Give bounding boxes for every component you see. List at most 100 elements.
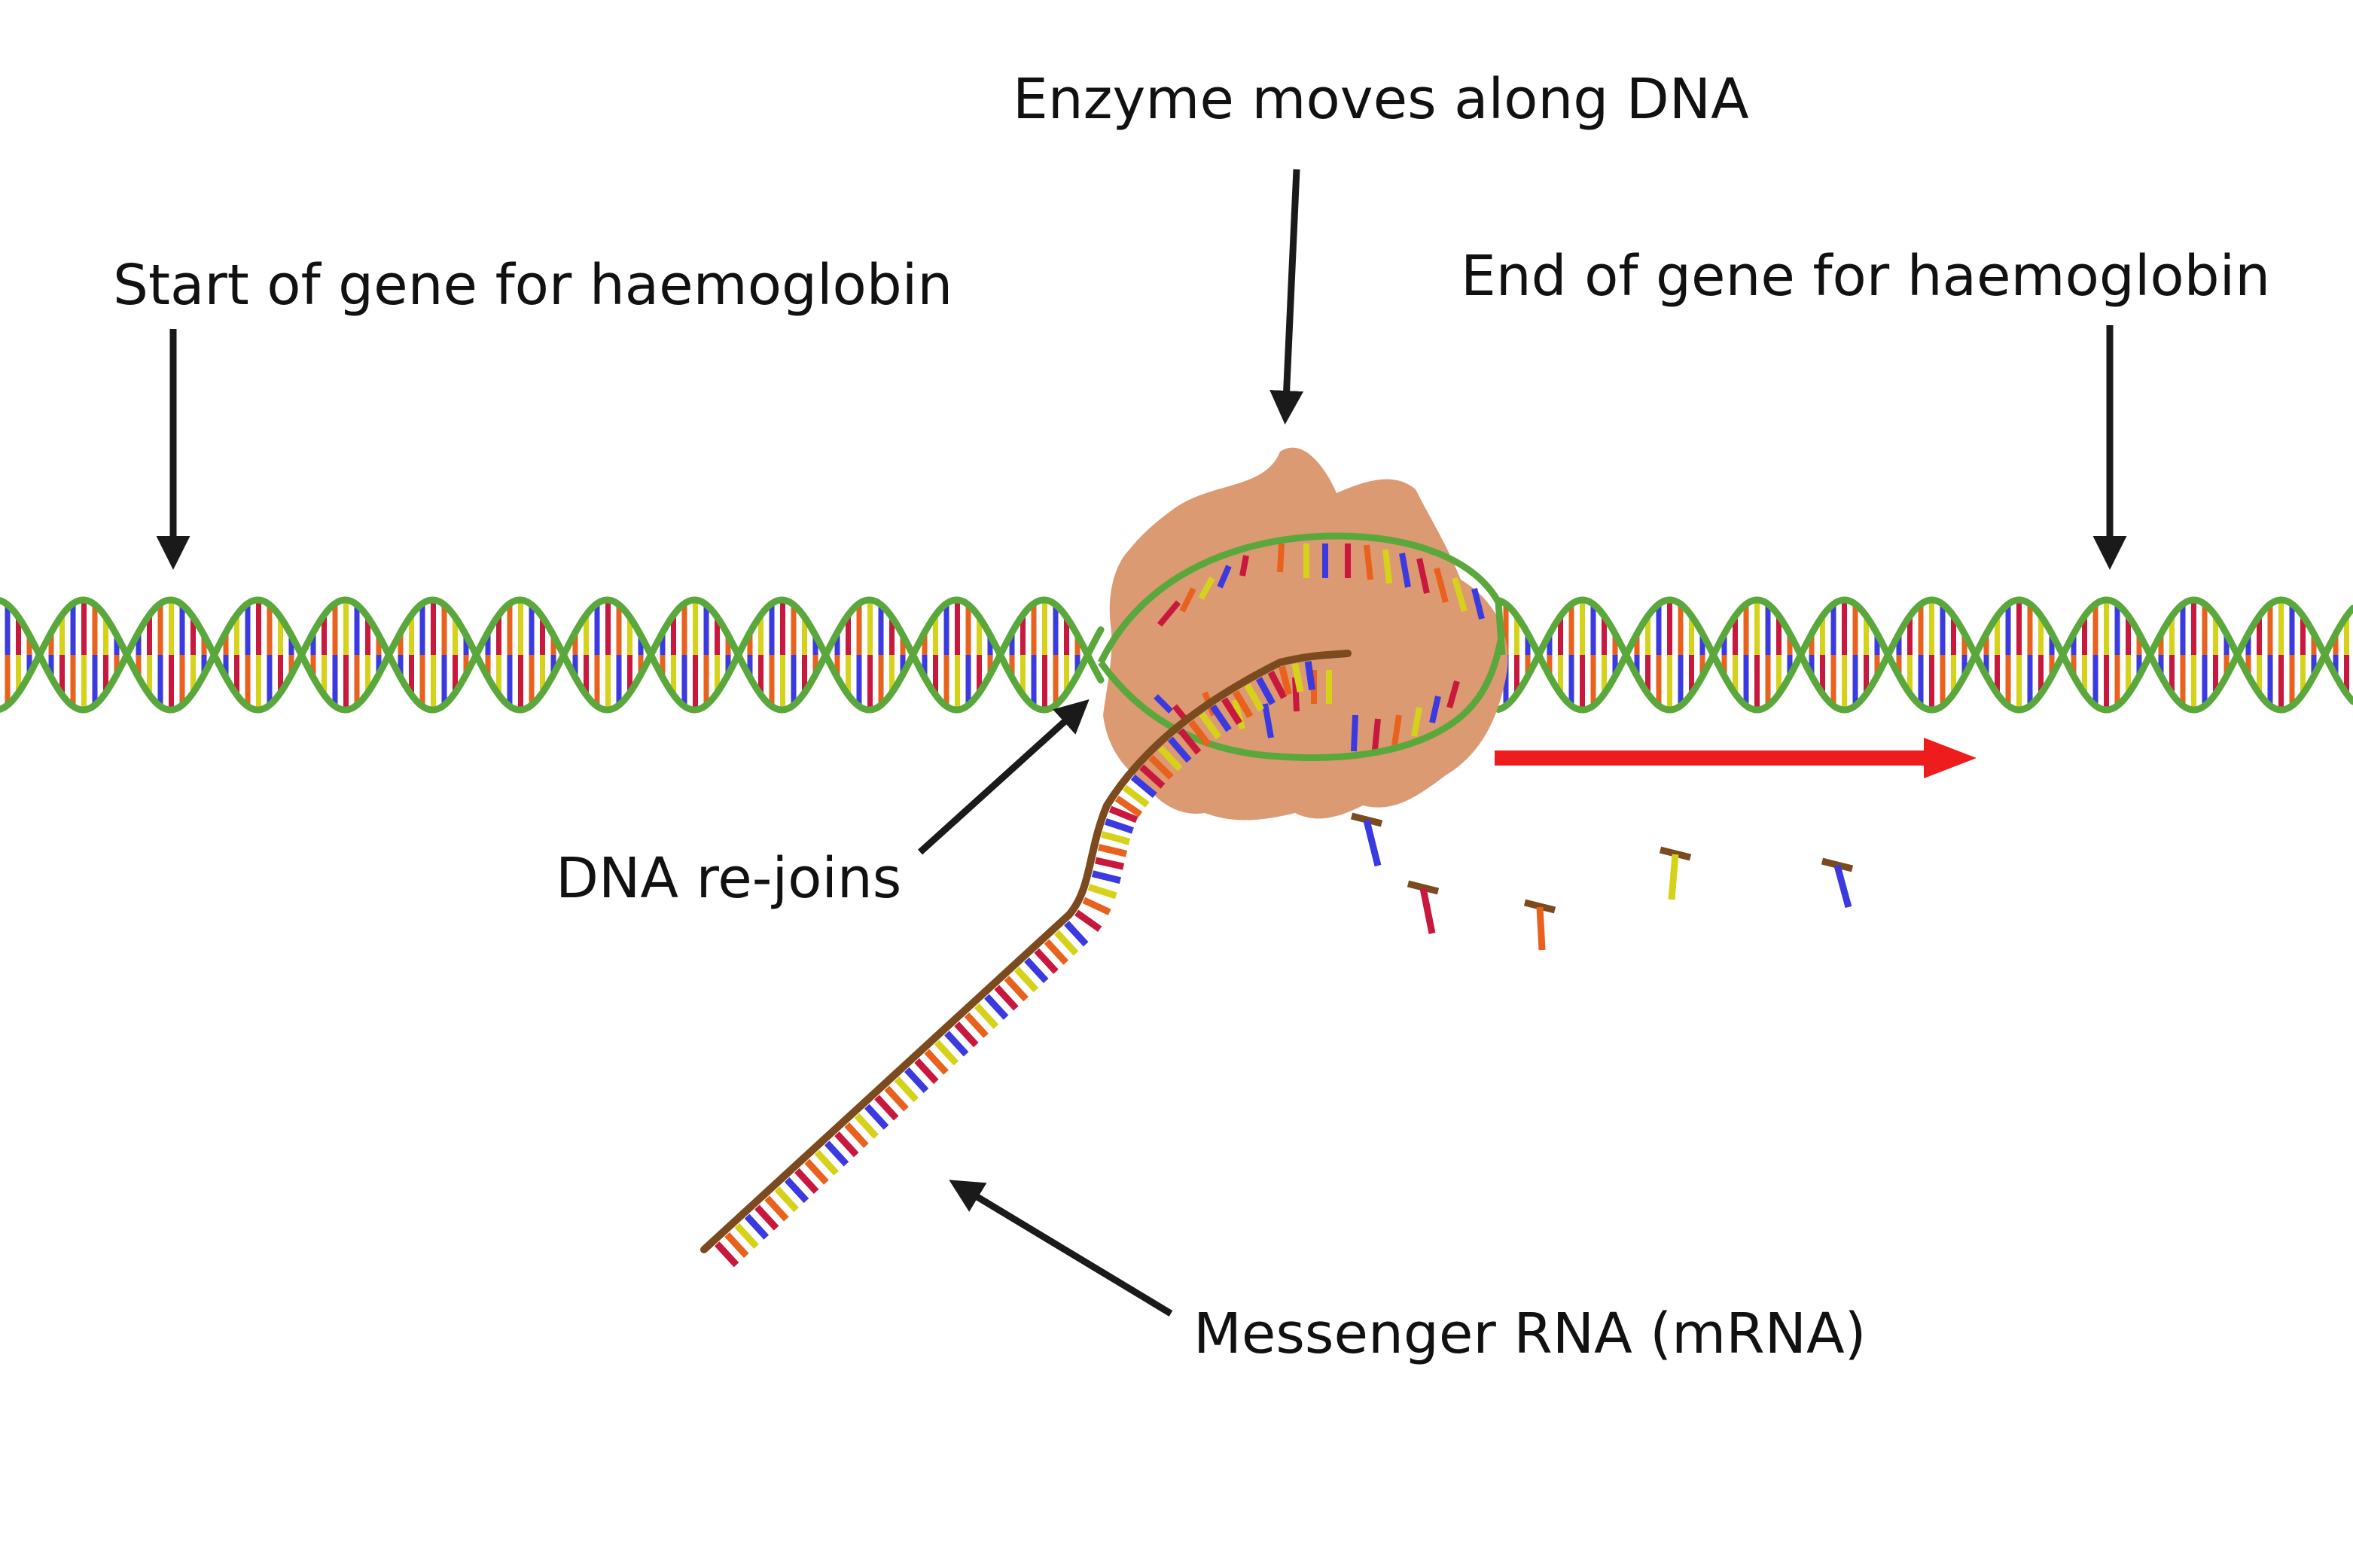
dna-base [1154,694,1173,714]
start-of-gene-label: Start of gene for haemoglobin [113,253,953,318]
mrna-base [984,994,1009,1020]
mrna-base [1279,665,1292,696]
mrna-base [734,1222,759,1249]
mrna-base [1087,884,1117,900]
mrna-base [1122,784,1150,808]
unwound-dna-strands [1097,532,1506,762]
dna-base [1434,567,1449,604]
dna-base [1262,703,1274,738]
mrna-label: Messenger RNA (mRNA) [1193,1302,1867,1366]
mrna-base [904,1067,929,1094]
mrna-base [714,1241,739,1268]
mrna-base [1221,697,1242,726]
mrna-base [1148,754,1174,780]
mrna-base [1101,830,1131,845]
mrna-base [794,1168,819,1194]
mrna-base [1291,662,1304,693]
dna-base [1446,680,1460,709]
mrna-base [974,1003,999,1029]
mrna-base [894,1076,919,1103]
dna-base-pairs-left [5,600,1080,710]
mrna-base [1178,728,1202,755]
mrna-base [874,1095,899,1121]
dna-base [1277,543,1285,573]
unwound-dna-bases [1154,543,1485,752]
mrna-base [854,1113,879,1139]
dna-base [1382,549,1392,584]
mrna-base [1108,805,1138,824]
mrna-base [954,1021,979,1048]
free-nucleotide [1407,880,1440,934]
mrna-base [844,1122,869,1149]
mrna-strand [700,650,1352,1253]
free-nucleotides [1350,812,1854,951]
dna-base [1429,696,1441,723]
mrna-base [1097,844,1128,857]
dna-base [1179,587,1196,613]
free-nucleotide [1659,846,1692,900]
mrna-base [1167,736,1192,763]
mrna-base [1255,677,1276,705]
end-of-gene-label: End of gene for haemoglobin [1461,244,2271,309]
dna-base [1399,553,1411,588]
mrna-base [1244,683,1265,712]
dna-rejoins-label: DNA re-joins [556,846,902,911]
mrna-base [1139,764,1166,789]
enzyme-pointer-arrow [1269,169,1304,425]
mrna-base [824,1140,849,1167]
dna-base [1372,718,1381,751]
mrna-base [1024,957,1049,984]
dna-backbone-strand [0,596,1105,714]
mrna-base [1044,939,1069,965]
mrna-base [1034,948,1059,974]
unwound-top-strand [1097,532,1506,664]
mrna-base [1064,921,1089,947]
mrna-base [814,1149,839,1176]
mrna-base [754,1204,779,1231]
free-nucleotide [1350,812,1383,867]
dna-base [1351,714,1358,752]
dna-base [1232,699,1245,730]
mrna-base [1004,976,1029,1002]
mrna-base [804,1158,829,1185]
dna-base [1217,565,1232,589]
dna-base [1157,600,1181,627]
dna-double-helix-left [0,596,1105,714]
free-nucleotide [1821,857,1854,909]
mrna-base [1104,818,1134,834]
mrna-base [1130,774,1157,799]
mrna-base [1074,909,1102,932]
enzyme-direction-arrow [1495,738,1977,778]
mrna-base [964,1012,989,1039]
dna-backbone-strand [0,596,1105,714]
mrna-base [1091,870,1121,884]
dna-base-pairs-right [1503,600,2349,710]
mrna-base [914,1058,939,1084]
mrna-base [1082,897,1111,915]
mrna-base [864,1104,889,1130]
mrna-base [1210,704,1232,732]
mrna-base [884,1085,909,1112]
dna-double-helix-right [1495,596,2353,714]
dna-backbone-strand [1495,596,2353,714]
mrna-base [744,1213,770,1240]
mrna-pointer-arrow [949,1180,1173,1317]
mrna-base [834,1131,859,1158]
mrna-bases [714,661,1316,1268]
dna-base [1391,714,1402,746]
mrna-base [1188,720,1212,747]
mrna-base [784,1177,809,1204]
dna-base [1416,558,1430,594]
mrna-base [1267,670,1288,699]
dna-base [1471,588,1485,620]
dna-backbone-strand [1495,596,2353,714]
dna-base [1198,577,1215,600]
dna-base [1411,707,1422,737]
mrna-base [1053,930,1079,956]
mrna-base [944,1031,969,1057]
mrna-base [1199,711,1221,740]
mrna-base [1013,967,1039,993]
mrna-base [934,1040,959,1066]
free-nucleotide [1523,899,1556,951]
